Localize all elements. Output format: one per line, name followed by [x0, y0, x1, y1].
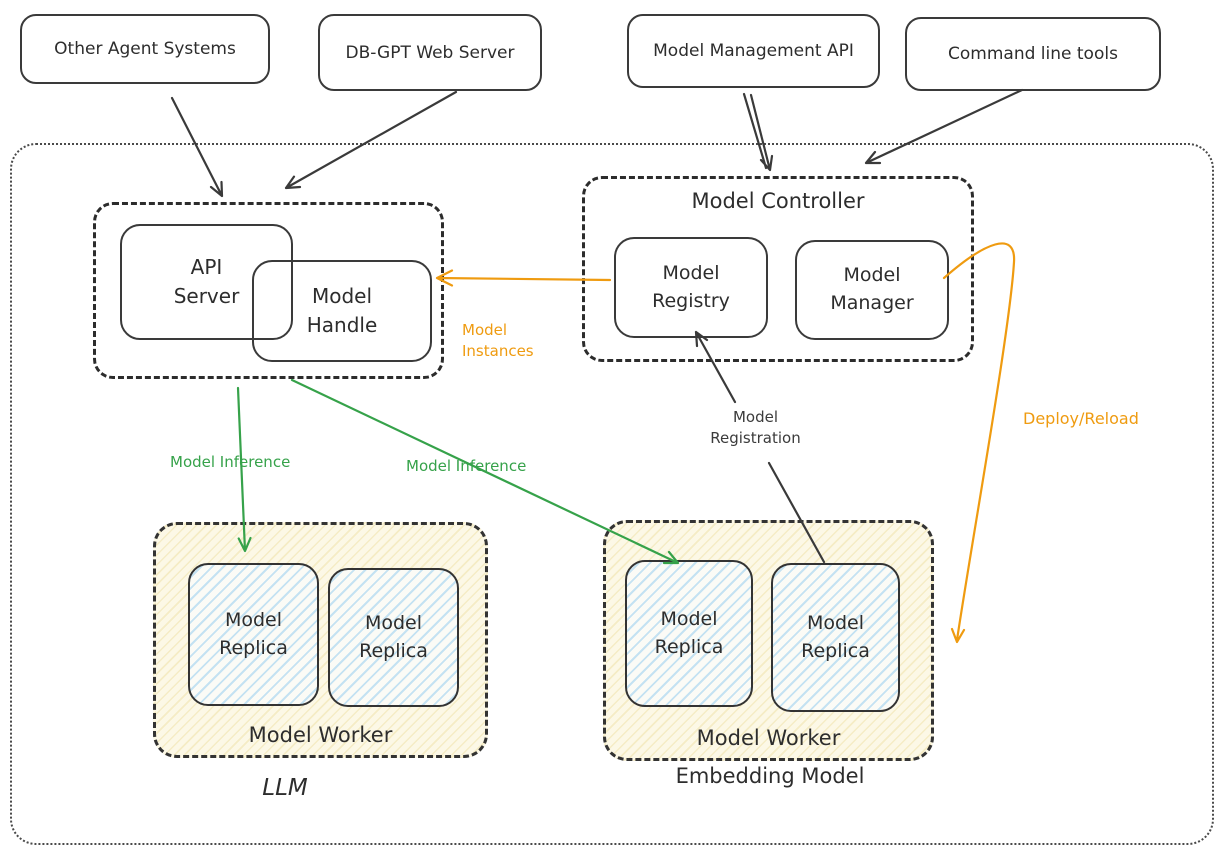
label-model-inference-right: Model Inference: [406, 457, 527, 475]
node-model-handle: Model Handle: [252, 260, 432, 362]
node-model-management-api: Model Management API: [627, 14, 880, 88]
node-model-replica: Model Replica: [625, 560, 753, 707]
label-model-registration: Model Registration: [710, 408, 801, 447]
caption-embedding-model: Embedding Model: [675, 764, 865, 788]
group-model-controller: Model Controller Model Registry Model Ma…: [582, 176, 974, 362]
node-model-replica: Model Replica: [328, 568, 459, 707]
model-controller-title: Model Controller: [691, 189, 865, 213]
caption-llm: LLM: [262, 775, 308, 801]
node-model-registry: Model Registry: [614, 237, 768, 338]
node-model-replica: Model Replica: [771, 563, 900, 712]
node-other-agent-systems: Other Agent Systems: [20, 14, 270, 84]
node-model-replica: Model Replica: [188, 563, 319, 706]
model-worker-label: Model Worker: [248, 723, 393, 747]
system-boundary: [10, 143, 1214, 845]
node-dbgpt-web-server: DB-GPT Web Server: [318, 14, 542, 91]
group-model-worker-embedding: Model Replica Model Replica Model Worker: [603, 520, 934, 761]
group-model-worker-llm: Model Replica Model Replica Model Worker: [153, 522, 488, 758]
group-api-server: API Server Model Handle: [93, 202, 444, 379]
node-model-manager: Model Manager: [795, 240, 949, 340]
model-worker-label: Model Worker: [696, 726, 841, 750]
node-api-server: API Server: [120, 224, 293, 340]
label-deploy-reload: Deploy/Reload: [1023, 409, 1139, 428]
node-command-line-tools: Command line tools: [905, 17, 1161, 91]
label-model-instances: Model Instances: [462, 321, 534, 360]
label-model-inference-left: Model Inference: [170, 453, 291, 471]
